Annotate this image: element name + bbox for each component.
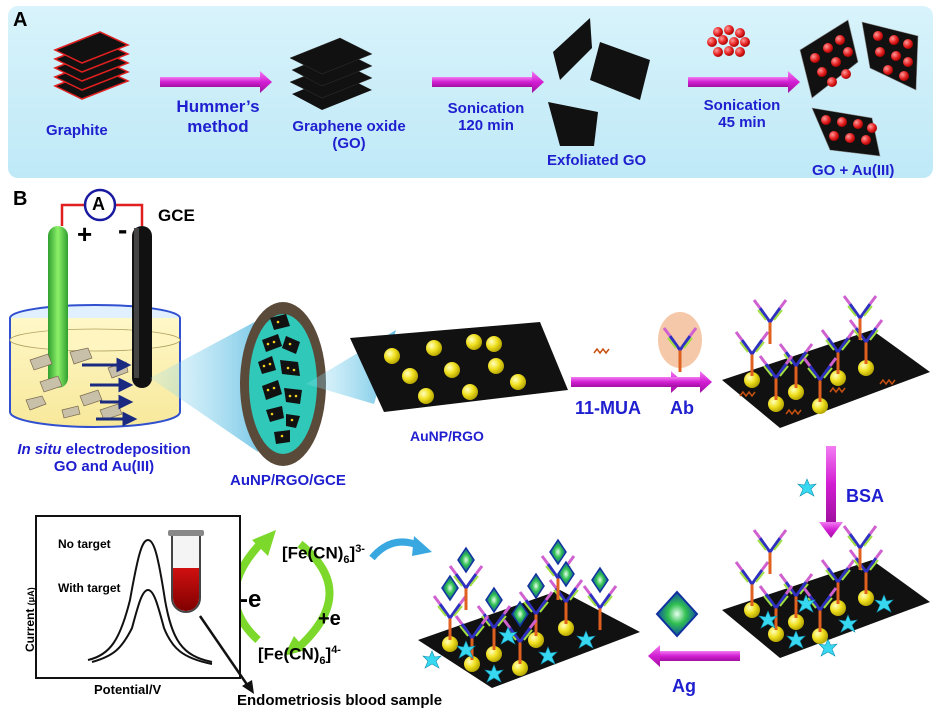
aunp-rgo-gce-disk bbox=[240, 302, 326, 466]
exfoliated-go-icon bbox=[548, 18, 650, 146]
au-particles-cluster-icon bbox=[707, 25, 750, 57]
label-aunp-rgo-gce: AuNP/RGO/GCE bbox=[230, 472, 346, 489]
label-11-mua: 11-MUA bbox=[575, 398, 642, 418]
label-hummers: Hummer’s method bbox=[162, 97, 274, 136]
graphite-stack-icon bbox=[53, 31, 130, 100]
graphene-oxide-stack-icon bbox=[289, 37, 373, 110]
go-flakes-in-solution bbox=[25, 347, 129, 421]
bsa-blocked-sheet bbox=[722, 524, 930, 658]
fe3-base: [Fe(CN) bbox=[282, 543, 344, 563]
label-graphite: Graphite bbox=[46, 122, 108, 139]
antigen-bound-sheet bbox=[418, 539, 640, 688]
insitu-label: In situ electrodeposition GO and Au(III) bbox=[4, 441, 204, 476]
arrow-hummers bbox=[160, 71, 272, 93]
arrow-sonication-45 bbox=[688, 71, 800, 93]
insitu-rest: electrodeposition bbox=[61, 441, 191, 458]
pointer-line bbox=[198, 615, 254, 694]
label-sonication2-line1: Sonication bbox=[703, 97, 781, 114]
label-hummers-line2: method bbox=[187, 116, 249, 136]
fe4-sub: 6 bbox=[319, 655, 326, 668]
label-sonication-45: Sonication 45 min bbox=[692, 97, 792, 132]
go-au-sheets-icon bbox=[799, 19, 919, 157]
label-minus-e: -e bbox=[240, 586, 262, 613]
y-axis-text: Current bbox=[23, 608, 37, 652]
y-axis-unit: (μA) bbox=[26, 587, 36, 606]
gce-electrode-black bbox=[132, 226, 152, 388]
label-exfoliated-go: Exfoliated GO bbox=[547, 152, 647, 169]
label-sonication-120: Sonication 120 min bbox=[436, 100, 536, 135]
label-aunp-rgo: AuNP/RGO bbox=[410, 428, 484, 444]
arrow-sonication-120 bbox=[432, 71, 544, 93]
arrow-bsa bbox=[819, 446, 843, 538]
fe4-base: [Fe(CN) bbox=[258, 644, 320, 664]
panel-a-letter: A bbox=[13, 9, 28, 31]
arrow-ag bbox=[648, 645, 740, 667]
fe4-sup: 4- bbox=[331, 644, 341, 656]
y-axis-label: Current (μA) bbox=[23, 587, 38, 652]
label-ag: Ag bbox=[672, 676, 696, 696]
zoom-beam-1 bbox=[150, 318, 262, 452]
label-with-target: With target bbox=[58, 581, 121, 595]
plus-sign: + bbox=[77, 219, 93, 249]
label-sonication1-line2: 120 min bbox=[458, 117, 514, 135]
fe4-close: ] bbox=[325, 644, 332, 664]
label-no-target: No target bbox=[58, 537, 111, 551]
antibody-icon bbox=[658, 312, 702, 374]
fe3-sub: 6 bbox=[343, 554, 350, 567]
minus-sign: - bbox=[118, 214, 128, 245]
insitu-italic: In situ bbox=[17, 441, 62, 458]
label-blood-sample: Endometriosis blood sample bbox=[237, 692, 443, 709]
label-bsa: BSA bbox=[846, 486, 885, 506]
label-hummers-line1: Hummer’s bbox=[176, 97, 260, 116]
label-ab: Ab bbox=[670, 398, 694, 418]
label-go-line2: (GO) bbox=[332, 135, 366, 153]
arrow-ab bbox=[660, 371, 712, 393]
x-axis-label: Potential/V bbox=[94, 682, 162, 697]
ammeter-icon bbox=[83, 188, 117, 222]
curved-blue-arrow bbox=[369, 536, 432, 561]
migration-arrows bbox=[82, 357, 138, 427]
blood-sample-tube bbox=[168, 530, 204, 613]
label-plus-e: +e bbox=[318, 608, 341, 630]
insitu-line2: GO and Au(III) bbox=[53, 458, 155, 476]
fe3-sup: 3- bbox=[355, 543, 365, 555]
circuit-wires bbox=[60, 203, 144, 226]
dpv-plot bbox=[35, 515, 241, 679]
bsa-star-icon bbox=[797, 478, 817, 497]
ammeter-label: A bbox=[92, 194, 105, 214]
label-sonication1-line1: Sonication bbox=[447, 100, 525, 117]
aunp-rgo-sheet bbox=[350, 322, 568, 412]
label-go-au: GO + Au(III) bbox=[812, 162, 895, 179]
panel-a-background bbox=[8, 6, 933, 178]
label-sonication2-line2: 45 min bbox=[718, 114, 766, 132]
ab-modified-sheet bbox=[722, 294, 930, 428]
antigen-diamond-icon bbox=[655, 590, 699, 638]
label-go-line1: Graphene oxide bbox=[292, 118, 406, 135]
ferricyanide-label: [Fe(CN)6]3- bbox=[282, 543, 365, 567]
label-graphene-oxide: Graphene oxide (GO) bbox=[286, 118, 412, 153]
mua-linker-icon bbox=[593, 348, 610, 354]
counter-electrode-green bbox=[48, 226, 68, 388]
ferrocyanide-label: [Fe(CN)6]4- bbox=[258, 644, 341, 668]
panel-b-letter: B bbox=[13, 188, 28, 210]
gce-label: GCE bbox=[158, 206, 195, 225]
fe3-close: ] bbox=[349, 543, 356, 563]
